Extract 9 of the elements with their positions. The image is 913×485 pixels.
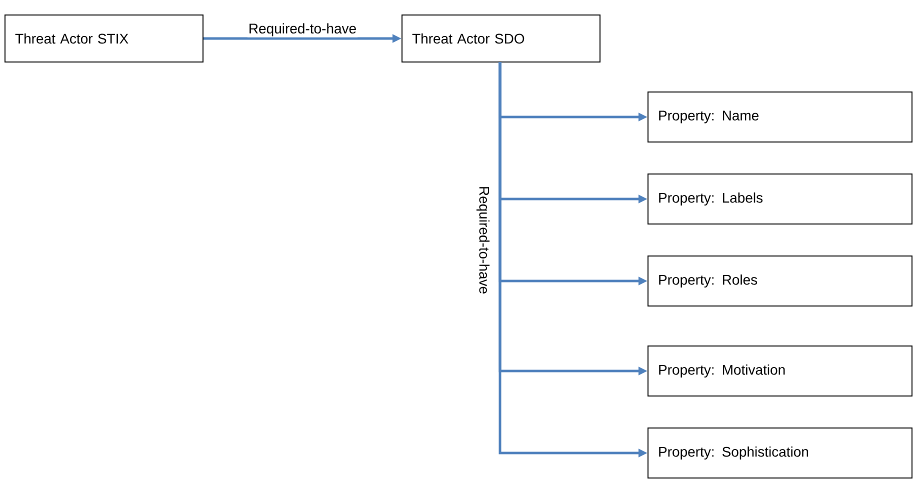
box: Property: Name bbox=[648, 92, 912, 142]
box: Threat Actor STIX bbox=[4, 14, 204, 62]
edge-label: Required-to-have bbox=[250, 23, 356, 36]
box: Property: Motivation bbox=[648, 346, 912, 396]
box: Property: Sophistication bbox=[648, 428, 912, 478]
edge-label: Required-to-have bbox=[476, 187, 490, 294]
box: Threat Actor SDO bbox=[402, 14, 600, 62]
box: Property: Roles bbox=[648, 256, 912, 306]
box: Property: Labels bbox=[648, 174, 912, 224]
